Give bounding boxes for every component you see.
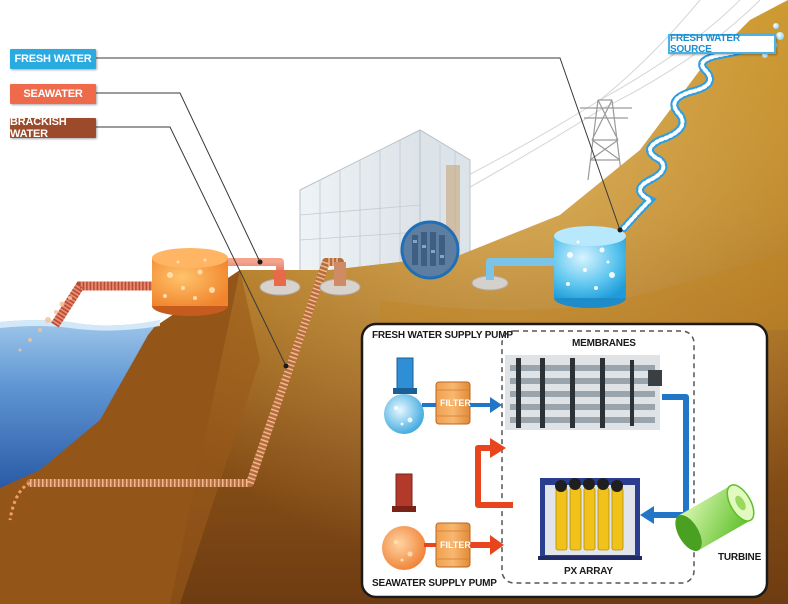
fresh-water-stream [620, 41, 753, 232]
legend-fresh-water: FRESH WATER [10, 49, 96, 69]
fresh-water-source-label: FRESH WATER SOURCE [668, 33, 776, 55]
power-tower-icon [580, 99, 632, 181]
seawater-body [0, 320, 160, 488]
seawater-storage-tank [152, 248, 228, 316]
legend-seawater: SEAWATER [10, 84, 96, 104]
seawater-intake-pipe [51, 281, 160, 328]
seawater-pointer-dot [257, 259, 263, 265]
brackish-water-pointer-dot [283, 363, 289, 369]
seawater-feed-pipe [228, 258, 361, 296]
seawater-supply-pump [382, 473, 426, 570]
legend-leader-lines [96, 57, 621, 367]
fresh-water-pipe [471, 258, 560, 291]
fresh-water-tank [554, 226, 626, 308]
seawater-loop-flow [475, 445, 513, 508]
fresh-to-membrane-arrow [470, 397, 502, 413]
filter-label-bottom: FILTER [440, 540, 471, 550]
brackish-water-pipe [8, 258, 344, 521]
turbine-label: TURBINE [718, 552, 762, 563]
seawater-loop-arrowhead [490, 438, 506, 458]
membrane-racks [505, 355, 662, 430]
fresh-water-pointer-dot [617, 227, 623, 233]
turbine [675, 484, 755, 552]
seawater-supply-pump-label: SEAWATER SUPPLY PUMP [372, 578, 497, 589]
membranes-label: MEMBRANES [572, 338, 636, 349]
membrane-magnifier [400, 220, 460, 280]
seawater-bubbles [18, 296, 72, 352]
fresh-water-supply-pump-label: FRESH WATER SUPPLY PUMP [372, 330, 513, 341]
px-array [538, 478, 642, 560]
filter-to-px-arrow [470, 535, 504, 555]
fresh-water-supply-pump [384, 357, 424, 434]
legend-brackish-water: BRACKISH WATER [10, 116, 96, 140]
filter-label-top: FILTER [440, 398, 471, 408]
px-array-label: PX ARRAY [564, 566, 613, 577]
